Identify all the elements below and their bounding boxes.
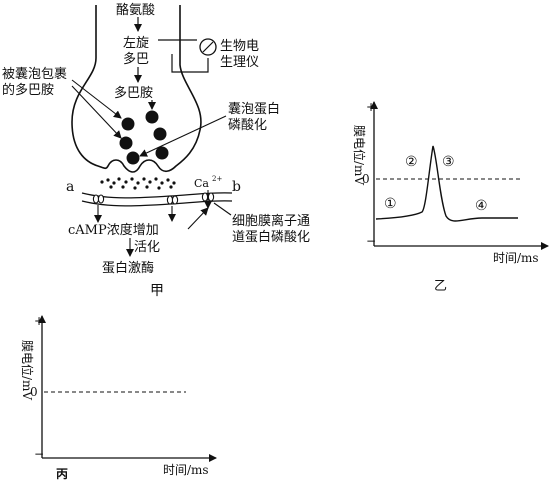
pointer-vesicle-2 [71,85,122,139]
tyrosine-label: 酪氨酸 [116,2,155,18]
vesicle-dopamine-label-line1: 被囊泡包裹 [2,66,67,82]
vesicle [119,136,133,150]
meter-label-line2: 生理仪 [220,55,259,70]
vesicle [145,110,159,124]
caption-jia: 甲 [150,283,164,299]
vesicle [121,117,135,131]
bing-y-plus-label: + [34,314,44,328]
presynaptic-terminal [71,5,202,173]
arrow-kinase-to-channel [187,207,209,230]
vesicle-dopamine-label-line2: 的多巴胺 [2,82,54,98]
yi-y-plus-label: + [366,100,376,114]
postsynaptic-membrane-lower [81,200,233,207]
vesicle [126,151,140,165]
camp-label: cAMP浓度增加 [68,222,159,238]
caption-yi: 乙 [434,279,447,294]
yi-action-potential-curve [375,145,518,222]
dopamine-label: 多巴胺 [114,85,153,101]
meter-needle-icon [202,41,214,53]
pointer-vesicle-1 [71,79,122,119]
yi-x-axis-label: 时间/ms [493,251,539,265]
kinase-label: 蛋白激酶 [102,260,154,276]
yi-phase-2-label: ② [405,154,418,170]
synapse-diagram: 酪氨酸 左旋 多巴 多巴胺 生物电 生理仪 被囊泡包裹 的多巴胺 囊泡蛋白 磷酸… [2,2,310,299]
meter-wire-bottom [171,54,209,73]
pointer-channel [213,202,232,216]
vesicle [153,127,167,141]
vesicle-protein-label-line2: 磷酸化 [228,118,267,133]
yi-phase-1-label: ① [384,196,397,212]
yi-y-axis-label: 膜电位/mV [352,125,367,185]
vesicle [155,146,169,160]
activate-label: 活化 [134,240,160,255]
levodopa-label-line2: 多巴 [123,51,149,67]
bing-y-minus-label: − [34,447,44,461]
pointer-vesicle-protein [139,115,227,157]
bing-x-axis-label: 时间/ms [163,463,209,477]
yi-zero-label: 0 [362,172,370,186]
graph-yi: + − 0 膜电位/mV 时间/ms ① ② ③ ④ 乙 [352,100,549,294]
channel-label-line2: 道蛋白磷酸化 [232,229,310,245]
meter-label-line1: 生物电 [220,39,259,54]
vesicle-protein-label-line1: 囊泡蛋白 [228,101,280,117]
caption-bing: 丙 [56,467,68,481]
levodopa-label-line1: 左旋 [123,36,149,51]
yi-y-minus-label: − [366,234,376,248]
point-a-label: a [66,179,74,195]
receptor-proteins [92,194,179,205]
channel-label-line1: 细胞膜离子通 [232,213,310,229]
calcium-label: Ca [194,177,209,190]
point-b-label: b [232,179,241,195]
bing-y-axis-label: 膜电位/mV [20,340,35,400]
calcium-charge-label: 2+ [212,175,222,183]
yi-phase-4-label: ④ [475,198,488,214]
yi-phase-3-label: ③ [442,154,455,170]
bing-zero-label: 0 [30,385,38,399]
graph-bing: + − 0 膜电位/mV 时间/ms 丙 [20,314,217,481]
released-dopamine-dots [100,177,176,190]
